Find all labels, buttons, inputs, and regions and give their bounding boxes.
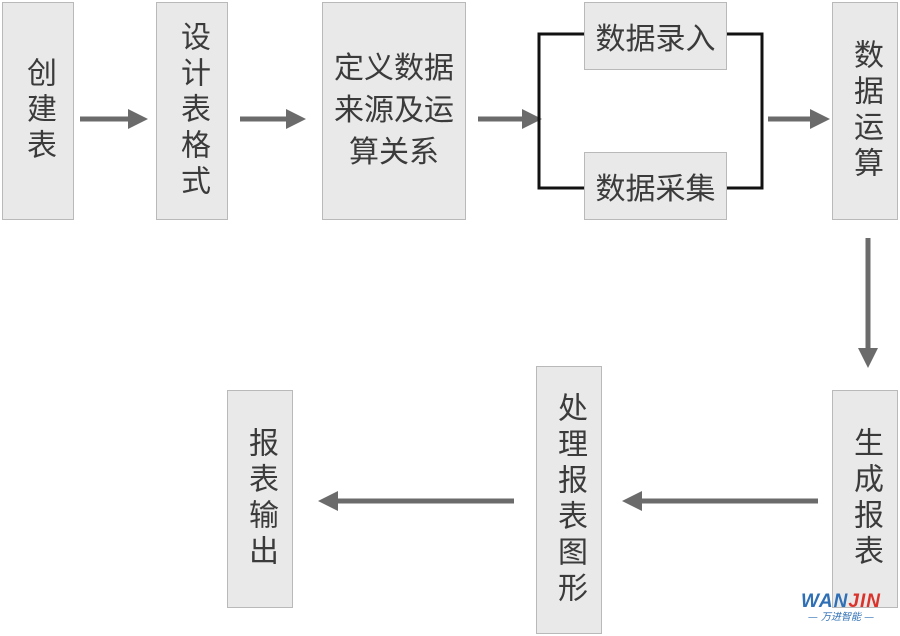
node-generate-report: 生成报表 — [832, 390, 898, 608]
brand-logo-text: WANJIN — [801, 591, 881, 612]
node-design-format-label: 设计表格式 — [175, 21, 210, 201]
brand-watermark: WANJIN — 万进智能 — — [790, 592, 892, 626]
node-define-source-label: 定义数据来源及运算关系 — [334, 51, 454, 170]
node-report-output-label: 报表输出 — [243, 427, 278, 571]
node-process-chart-label: 处理报表图形 — [552, 392, 587, 608]
node-data-collection: 数据采集 — [584, 152, 727, 220]
bracket-right — [727, 32, 764, 190]
node-process-chart: 处理报表图形 — [536, 366, 602, 634]
brand-tagline: — 万进智能 — — [807, 612, 875, 623]
node-data-calc-label: 数据运算 — [848, 39, 883, 183]
bracket-left — [537, 32, 584, 190]
node-create-table: 创建表 — [2, 2, 74, 220]
node-define-source: 定义数据来源及运算关系 — [322, 2, 466, 220]
node-create-table-label: 创建表 — [21, 57, 56, 165]
node-data-collection-label: 数据采集 — [595, 172, 716, 207]
node-data-calc: 数据运算 — [832, 2, 898, 220]
node-report-output: 报表输出 — [227, 390, 293, 608]
node-design-format: 设计表格式 — [156, 2, 228, 220]
node-generate-report-label: 生成报表 — [848, 427, 883, 571]
node-data-entry: 数据录入 — [584, 2, 727, 70]
node-data-entry-label: 数据录入 — [595, 22, 716, 57]
